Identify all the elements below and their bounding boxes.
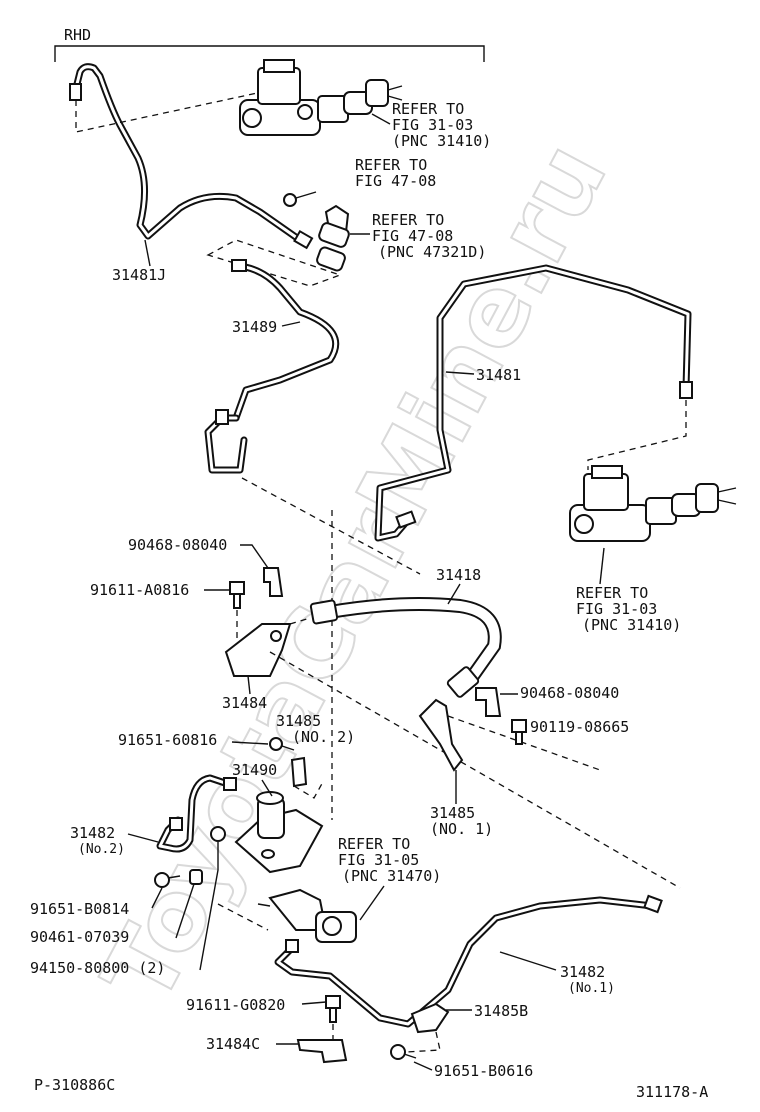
master-cylinder-top	[239, 59, 403, 136]
ref5-line3: (PNC 31470)	[342, 867, 441, 885]
label-31482-no2: 31482	[70, 824, 115, 842]
ref3-line2: FIG 47-08	[372, 227, 453, 245]
label-91611-g0820: 91611-G0820	[186, 996, 285, 1014]
label-31485-no1-sub: (NO. 1)	[430, 820, 493, 838]
footer-left: P-310886C	[34, 1076, 115, 1094]
ref5-line1: REFER TO	[338, 835, 410, 853]
ref1-line3: (PNC 31410)	[392, 132, 491, 150]
label-31482-no2-sub: (No.2)	[78, 842, 125, 857]
label-31485b: 31485B	[474, 1002, 528, 1020]
clip-90468-b	[475, 687, 502, 717]
label-31484: 31484	[222, 694, 267, 712]
bracket-31485-no2	[290, 756, 308, 788]
bracket-31484	[224, 623, 292, 677]
pipe-31481	[374, 264, 693, 542]
label-90468-b: 90468-08040	[520, 684, 619, 702]
ref4-line1: REFER TO	[576, 584, 648, 602]
label-94150: 94150-80800 (2)	[30, 959, 165, 977]
bolt-91651-b0814	[154, 872, 181, 888]
label-90468-a: 90468-08040	[128, 536, 227, 554]
bolt-91611-a0816	[229, 581, 245, 609]
bracket-31490	[234, 791, 324, 874]
ref2-line2: FIG 47-08	[355, 172, 436, 190]
label-31481j: 31481J	[112, 266, 166, 284]
clip-90468-a	[263, 567, 284, 597]
ref1-line1: REFER TO	[392, 100, 464, 118]
label-91651-b0616: 91651-B0616	[434, 1062, 533, 1080]
pipe-31481j	[69, 63, 314, 250]
ref1-line2: FIG 31-03	[392, 116, 473, 134]
bolt-47-08	[283, 191, 317, 207]
clip-90461	[189, 869, 203, 885]
rhd-label: RHD	[64, 26, 91, 44]
label-91651-60816: 91651-60816	[118, 731, 217, 749]
ref3-line3: (PNC 47321D)	[378, 243, 486, 261]
bolt-91651-b0616	[390, 1044, 417, 1060]
bolt-90119	[511, 719, 527, 745]
ref4-line3: (PNC 31410)	[582, 616, 681, 634]
hose-31418	[309, 597, 502, 698]
rhd-bracket	[54, 45, 485, 62]
clip-31485b	[410, 1002, 450, 1034]
label-91611-a0816: 91611-A0816	[90, 581, 189, 599]
label-31481: 31481	[476, 366, 521, 384]
bracket-31485-no1	[418, 698, 464, 772]
label-91651-b0814: 91651-B0814	[30, 900, 129, 918]
ref3-line1: REFER TO	[372, 211, 444, 229]
label-31482-no1: 31482	[560, 963, 605, 981]
clevis-bushing	[316, 204, 350, 272]
label-31485-no1: 31485	[430, 804, 475, 822]
pipe-31489	[204, 259, 340, 474]
bracket-31484c	[296, 1039, 348, 1064]
label-31490: 31490	[232, 761, 277, 779]
release-cylinder	[257, 888, 357, 943]
bolt-91651-60816	[269, 737, 295, 751]
nut-94150	[210, 826, 226, 842]
label-31482-no1-sub: (No.1)	[568, 981, 615, 996]
label-31484c: 31484C	[206, 1035, 260, 1053]
master-cylinder-right	[569, 465, 737, 542]
label-31489: 31489	[232, 318, 277, 336]
label-90119: 90119-08665	[530, 718, 629, 736]
ref5-line2: FIG 31-05	[338, 851, 419, 869]
label-31485-no2-sub: (NO. 2)	[292, 728, 355, 746]
ref4-line2: FIG 31-03	[576, 600, 657, 618]
label-90461: 90461-07039	[30, 928, 129, 946]
footer-right: 311178-A	[636, 1083, 708, 1101]
pipe-31482-no2	[156, 774, 237, 853]
label-31418: 31418	[436, 566, 481, 584]
label-31485-no2: 31485	[276, 712, 321, 730]
ref2-line1: REFER TO	[355, 156, 427, 174]
bolt-91611-g0820	[325, 995, 341, 1023]
